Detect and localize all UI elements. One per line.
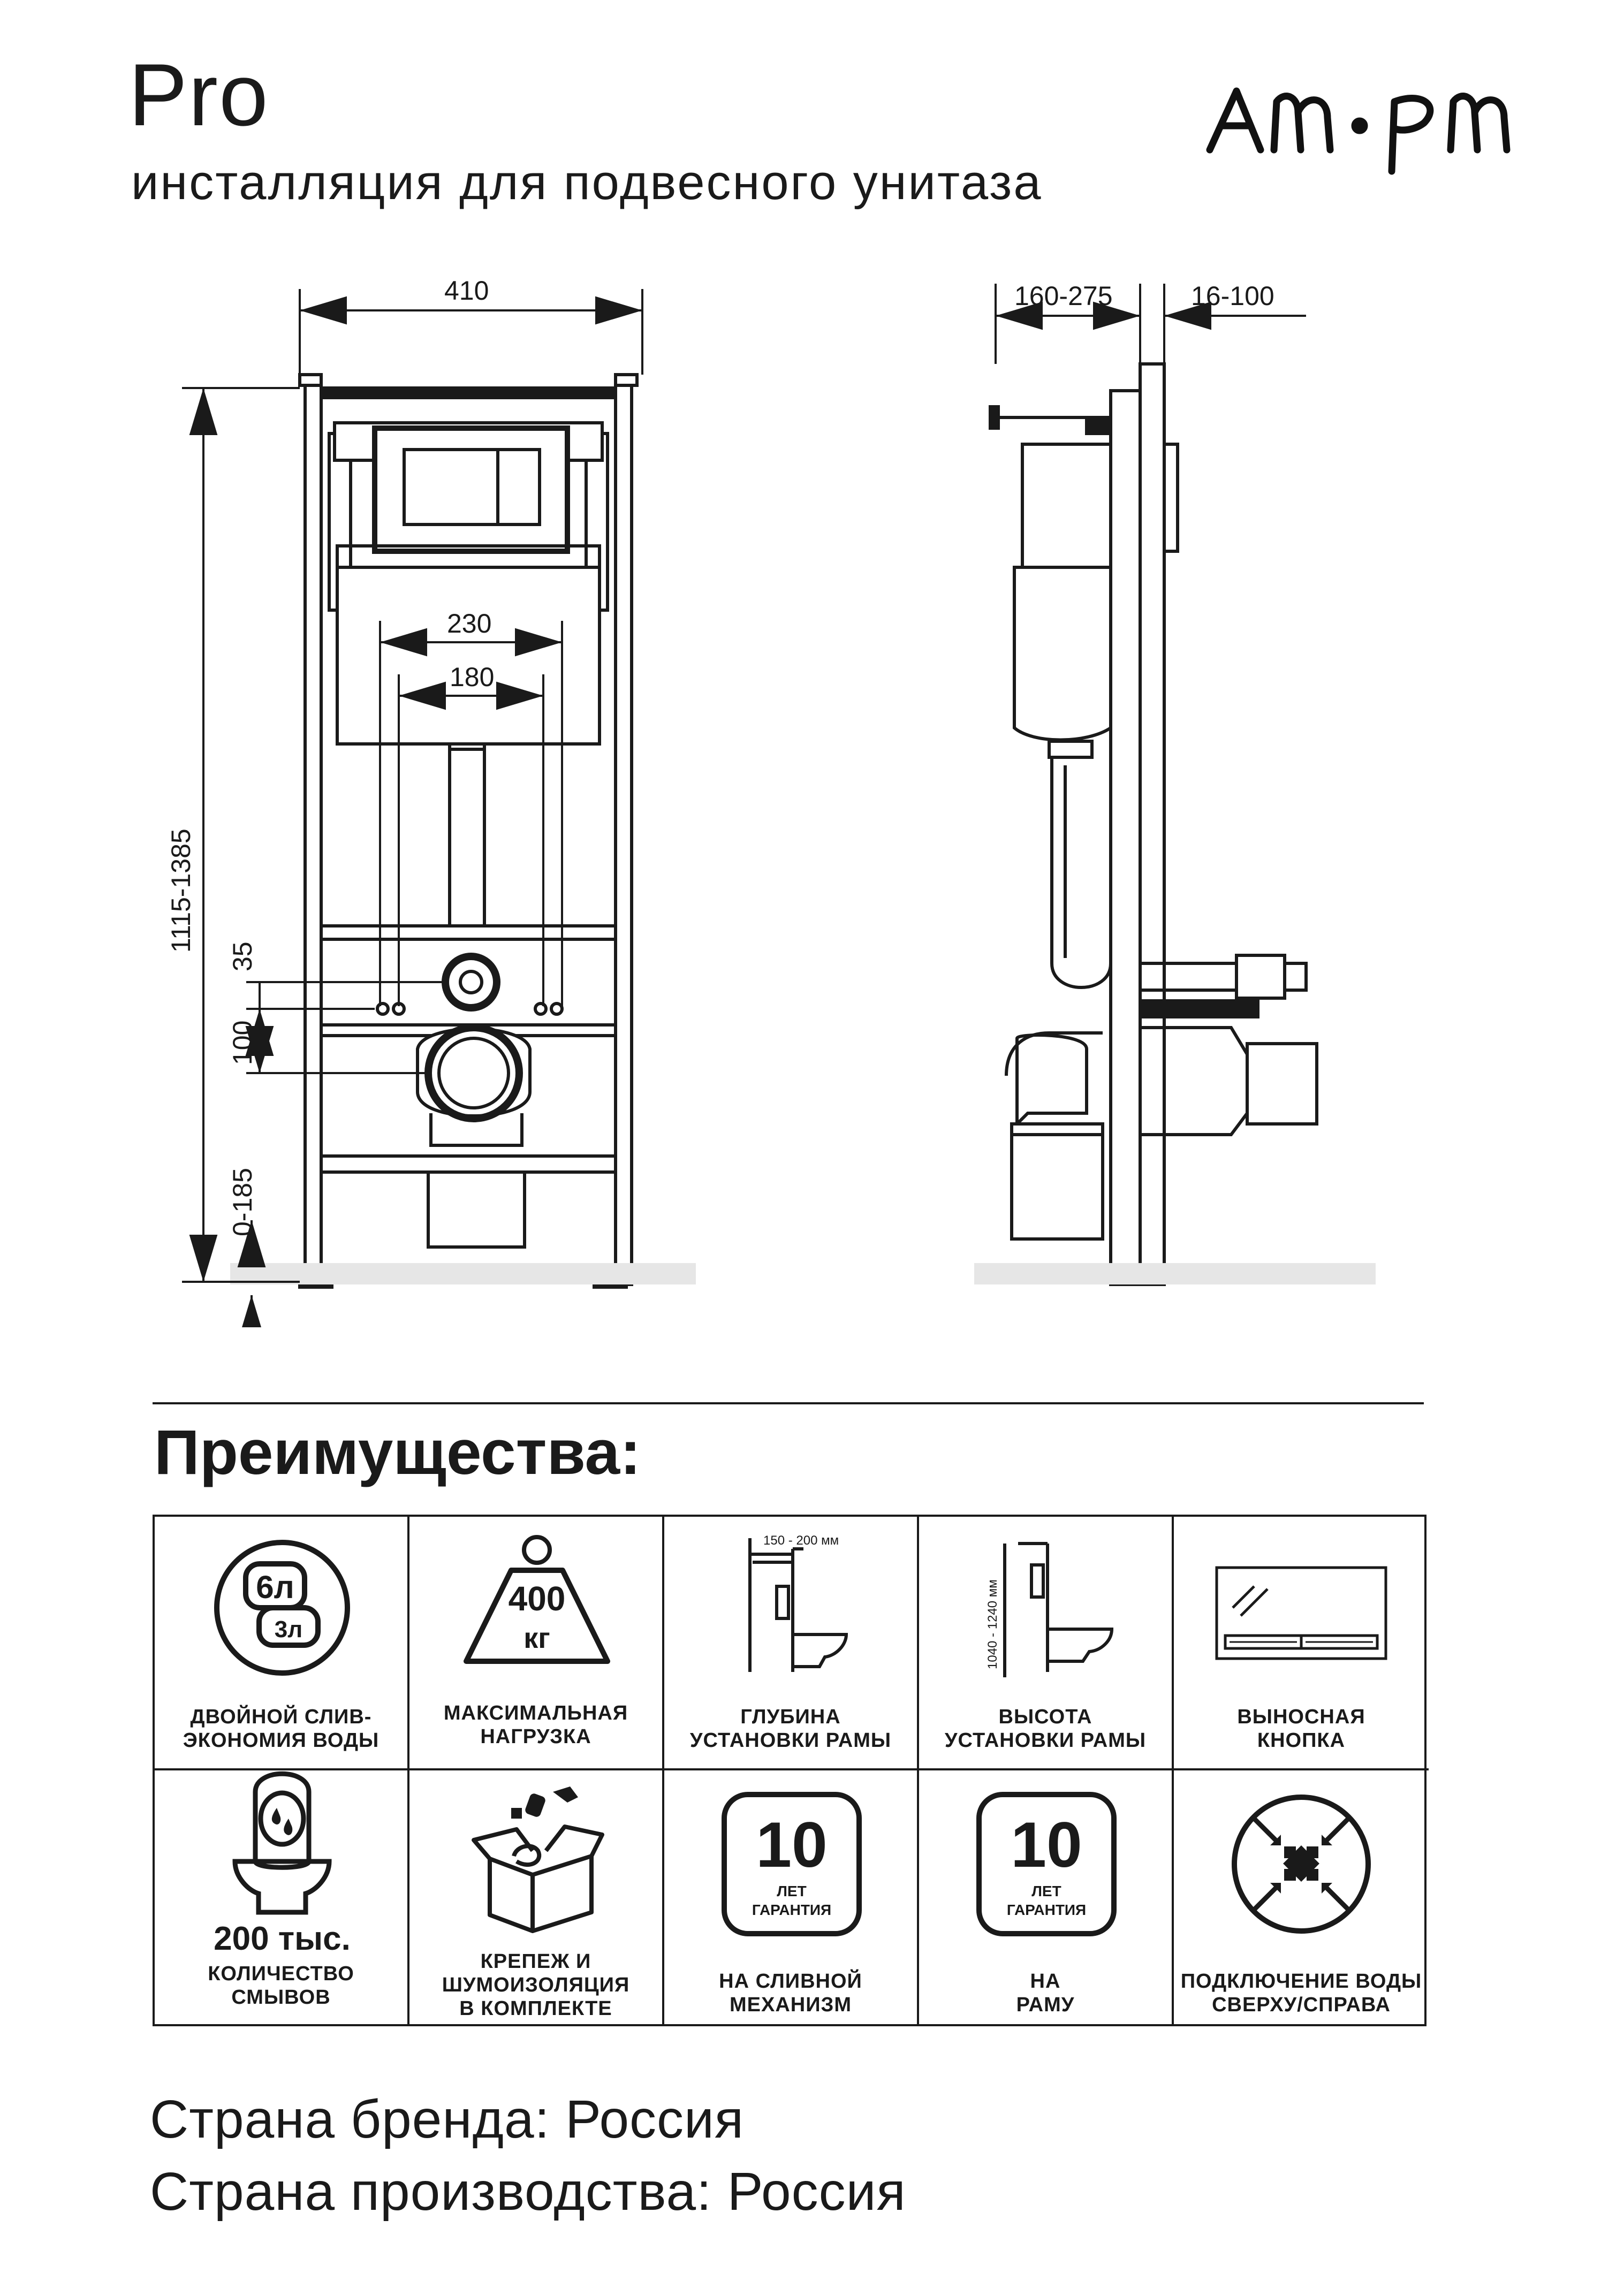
cap-3: В КОМПЛЕКТЕ (459, 1997, 612, 2020)
cap-1: НА СЛИВНОЙ (719, 1970, 862, 1993)
cap-1: ДВОЙНОЙ СЛИВ- (190, 1706, 372, 1728)
warranty-icon: 10 ЛЕТ ГАРАНТИЯ (722, 1792, 862, 1936)
product-title: Pro (128, 45, 269, 144)
cap-1: КРЕПЕЖ И (480, 1950, 591, 1973)
cap-2: УСТАНОВКИ РАМЫ (944, 1729, 1147, 1752)
advantages-heading: Преимущества: (154, 1417, 641, 1488)
cap-2: УСТАНОВКИ РАМЫ (689, 1729, 892, 1752)
cap-2: СМЫВОВ (231, 1986, 331, 2009)
svg-text:ГАРАНТИЯ: ГАРАНТИЯ (1007, 1902, 1086, 1918)
cap-2: МЕХАНИЗМ (729, 1994, 852, 2016)
toilet-icon: 200 тыс. (214, 1771, 351, 1957)
brand-logo (1206, 87, 1511, 175)
dim-0-185: 0-185 (227, 1168, 257, 1236)
svg-text:150 - 200 мм: 150 - 200 мм (763, 1533, 839, 1548)
dim-230: 230 (447, 609, 491, 638)
water-connection-icon (1232, 1795, 1371, 1934)
cap-2: СВЕРХУ/СПРАВА (1212, 1994, 1391, 2016)
side-view (974, 362, 1318, 1286)
cap-1: ГЛУБИНА (740, 1706, 841, 1728)
svg-text:3л: 3л (275, 1616, 302, 1643)
svg-text:10: 10 (1011, 1809, 1082, 1881)
flush-plate-icon (1215, 1566, 1387, 1660)
svg-text:кг: кг (523, 1622, 550, 1654)
svg-text:1040 - 1240 мм: 1040 - 1240 мм (985, 1579, 1000, 1669)
production-country: Страна производства: Россия (150, 2162, 906, 2222)
dim-depth: 160-275 (1014, 281, 1113, 311)
svg-text:ГАРАНТИЯ: ГАРАНТИЯ (752, 1902, 831, 1918)
dim-width: 410 (444, 276, 489, 306)
dim-100: 100 (227, 1021, 257, 1065)
cap-1: НА (1030, 1970, 1061, 1993)
product-subtitle: инсталляция для подвесного унитаза (131, 155, 1043, 210)
dim-35: 35 (227, 941, 257, 971)
svg-text:400: 400 (509, 1579, 566, 1618)
dim-wall: 16-100 (1191, 281, 1274, 311)
cap-1: ВЫНОСНАЯ (1237, 1706, 1365, 1728)
cap-1: ВЫСОТА (998, 1706, 1092, 1728)
technical-drawing: 410 230 180 1115-1385 35 100 0-185 160-2… (166, 276, 1376, 1327)
svg-text:6л: 6л (256, 1569, 294, 1605)
cap-1: МАКСИМАЛЬНАЯ (443, 1702, 628, 1724)
cap-2: ЭКОНОМИЯ ВОДЫ (183, 1729, 380, 1752)
brand-country: Страна бренда: Россия (150, 2089, 745, 2149)
svg-text:ЛЕТ: ЛЕТ (1031, 1883, 1061, 1899)
cap-2: РАМУ (1016, 1994, 1075, 2016)
cap-2: ШУМОИЗОЛЯЦИЯ (442, 1974, 630, 1996)
height-icon: 1040 - 1240 мм (985, 1542, 1114, 1677)
dim-180: 180 (450, 662, 494, 692)
front-view (298, 373, 639, 1289)
section-divider (153, 1402, 1424, 1404)
svg-text:ЛЕТ: ЛЕТ (777, 1883, 806, 1899)
advantages-grid: 6л 3л ДВОЙНОЙ СЛИВ-ЭКОНОМИЯ ВОДЫ 400 кг … (153, 1515, 1429, 2026)
box-icon (472, 1786, 604, 1933)
depth-icon: 150 - 200 мм (748, 1533, 848, 1672)
svg-text:200 тыс.: 200 тыс. (214, 1920, 351, 1957)
cap-2: КНОПКА (1257, 1729, 1346, 1752)
dual-flush-icon: 6л 3л (214, 1540, 350, 1676)
advantage-dual-flush: 6л 3л ДВОЙНОЙ СЛИВ-ЭКОНОМИЯ ВОДЫ (155, 1517, 409, 1770)
cap-1: КОЛИЧЕСТВО (208, 1963, 354, 1985)
cap-2: НАГРУЗКА (480, 1725, 591, 1748)
weight-icon: 400 кг (464, 1535, 610, 1664)
cap-1: ПОДКЛЮЧЕНИЕ ВОДЫ (1180, 1970, 1422, 1993)
dim-height: 1115-1385 (166, 828, 196, 953)
warranty-icon: 10 ЛЕТ ГАРАНТИЯ (976, 1792, 1117, 1936)
svg-text:10: 10 (756, 1809, 827, 1881)
